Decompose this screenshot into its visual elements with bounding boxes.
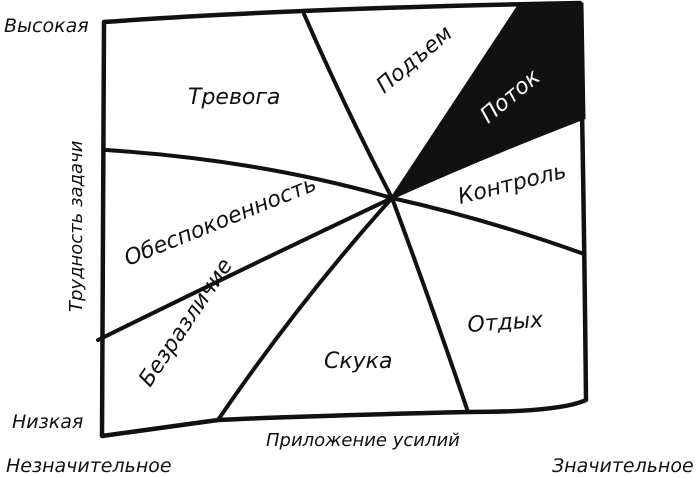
divider-control-relaxation [390, 196, 586, 256]
x-axis-title: Приложение усилий [266, 430, 460, 451]
diagram-frame [99, 0, 589, 439]
region-apathy-label: Безразличие [134, 254, 238, 391]
y-low-label: Низкая [12, 411, 83, 433]
divider-anxiety-arousal [302, 12, 394, 200]
y-high-label: Высокая [4, 15, 89, 37]
x-high-label: Значительное [552, 455, 694, 477]
region-boredom-label: Скука [324, 349, 392, 374]
x-low-label: Незначительное [6, 455, 172, 477]
region-relaxation-label: Отдых [467, 308, 545, 338]
region-arousal-label: Подъем [372, 21, 458, 99]
divider-anxiety-worry [104, 148, 394, 200]
region-anxiety-label: Тревога [188, 85, 280, 110]
divider-worry-apathy [96, 196, 394, 342]
region-control-label: Контроль [455, 159, 568, 210]
divider-boredom-relaxation [390, 196, 470, 414]
y-axis-title: Трудность задачи [66, 140, 87, 312]
divider-apathy-boredom [216, 196, 394, 422]
